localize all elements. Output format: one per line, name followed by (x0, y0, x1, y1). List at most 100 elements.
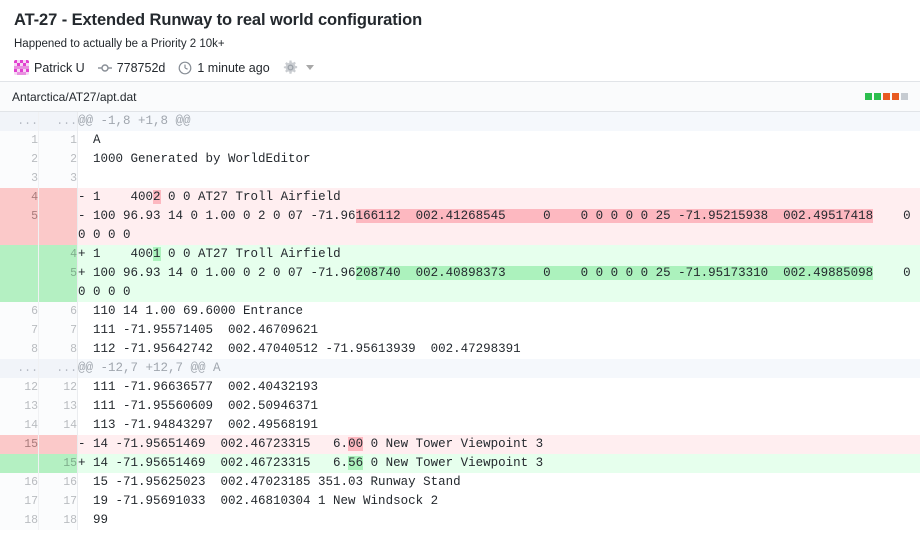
line-number-new[interactable]: 2 (38, 150, 78, 170)
commit-title: AT-27 - Extended Runway to real world co… (14, 11, 423, 29)
diffstat-indicator (865, 93, 908, 101)
line-number-new[interactable] (38, 207, 78, 246)
word-diff-highlight: 208740 002.40898373 0 0 0 0 0 0 25 -71.9… (355, 266, 874, 281)
diff-line-content: 110 14 1.00 69.6000 Entrance (77, 302, 920, 322)
line-number-old[interactable]: ... (0, 359, 39, 379)
line-number-new[interactable] (38, 188, 78, 208)
diff-row-add: 4+ 1 4001 0 0 AT27 Troll Airfield (0, 245, 920, 265)
line-number-old[interactable]: 7 (0, 321, 39, 341)
diff-line-content: @@ -12,7 +12,7 @@ A (77, 359, 920, 379)
line-number-old[interactable]: ... (0, 112, 39, 132)
line-number-new[interactable]: 1 (38, 131, 78, 151)
line-number-new[interactable]: 15 (38, 454, 78, 474)
diff-line-content: + 100 96.93 14 0 1.00 0 2 0 07 -71.96208… (77, 264, 920, 303)
line-number-new[interactable]: 4 (38, 245, 78, 265)
line-number-old[interactable]: 14 (0, 416, 39, 436)
line-number-new[interactable]: ... (38, 359, 78, 379)
commit-metadata: Patrick U 778752d 1 minute ago (14, 60, 906, 76)
line-number-new[interactable]: 6 (38, 302, 78, 322)
word-diff-highlight: 00 (348, 437, 364, 452)
diff-line-content: 15 -71.95625023 002.47023185 351.03 Runw… (77, 473, 920, 493)
commit-time-group: 1 minute ago (178, 60, 270, 75)
line-number-old[interactable]: 12 (0, 378, 39, 398)
line-number-new[interactable]: 18 (38, 511, 78, 531)
clock-icon (178, 61, 192, 75)
line-number-old[interactable] (0, 454, 39, 474)
diffstat-block-3 (892, 93, 899, 101)
diff-row-del: 15- 14 -71.95651469 002.46723315 6.00 0 … (0, 435, 920, 455)
line-number-new[interactable] (38, 435, 78, 455)
commit-author[interactable]: Patrick U (14, 60, 85, 76)
diff-line-content: A (77, 131, 920, 151)
line-number-new[interactable]: 5 (38, 264, 78, 303)
line-number-old[interactable]: 8 (0, 340, 39, 360)
line-number-new[interactable]: 14 (38, 416, 78, 436)
line-number-new[interactable]: 16 (38, 473, 78, 493)
diff-row-hunk: ......@@ -12,7 +12,7 @@ A (0, 359, 920, 379)
author-name: Patrick U (34, 60, 85, 75)
line-number-new[interactable]: 8 (38, 340, 78, 360)
diff-line-content: 111 -71.95560609 002.50946371 (77, 397, 920, 417)
line-number-new[interactable]: ... (38, 112, 78, 132)
line-number-old[interactable]: 1 (0, 131, 39, 151)
line-number-old[interactable]: 5 (0, 207, 39, 246)
diff-line-content: 113 -71.94843297 002.49568191 (77, 416, 920, 436)
diffstat-block-1 (874, 93, 881, 101)
word-diff-highlight: 2 (153, 190, 161, 205)
line-number-old[interactable]: 3 (0, 169, 39, 189)
diff-line-content: 112 -71.95642742 002.47040512 -71.956139… (77, 340, 920, 360)
diff-marker: - (78, 209, 94, 224)
file-path[interactable]: Antarctica/AT27/apt.dat (12, 89, 137, 104)
diff-row-add: 15+ 14 -71.95651469 002.46723315 6.56 0 … (0, 454, 920, 474)
diff-row-del: 4- 1 4002 0 0 AT27 Troll Airfield (0, 188, 920, 208)
word-diff-highlight: 56 (348, 456, 364, 471)
line-number-new[interactable]: 13 (38, 397, 78, 417)
commit-settings-menu[interactable] (283, 60, 314, 75)
commit-sha-group[interactable]: 778752d (97, 60, 166, 75)
line-number-old[interactable]: 6 (0, 302, 39, 322)
line-number-new[interactable]: 3 (38, 169, 78, 189)
commit-sha: 778752d (116, 60, 166, 75)
diff-line-content: + 14 -71.95651469 002.46723315 6.56 0 Ne… (77, 454, 920, 474)
chevron-down-icon[interactable] (305, 65, 314, 71)
line-number-old[interactable]: 15 (0, 435, 39, 455)
diff-marker: + (78, 247, 94, 262)
diffstat-block-2 (883, 93, 890, 101)
diff-line-content: 19 -71.95691033 002.46810304 1 New Winds… (77, 492, 920, 512)
line-number-old[interactable] (0, 264, 39, 303)
gear-icon[interactable] (283, 60, 298, 75)
diff-marker: + (78, 456, 94, 471)
line-number-old[interactable]: 17 (0, 492, 39, 512)
diff-line-content: + 1 4001 0 0 AT27 Troll Airfield (77, 245, 920, 265)
line-number-old[interactable] (0, 245, 39, 265)
line-number-old[interactable]: 18 (0, 511, 39, 531)
diff-line-content: 1000 Generated by WorldEditor (77, 150, 920, 170)
diffstat-block-0 (865, 93, 872, 101)
diff-marker: - (78, 190, 94, 205)
git-commit-icon (97, 64, 112, 72)
commit-timestamp: 1 minute ago (197, 60, 270, 75)
line-number-old[interactable]: 2 (0, 150, 39, 170)
line-number-old[interactable]: 4 (0, 188, 39, 208)
identicon-avatar (14, 60, 29, 76)
line-number-old[interactable]: 16 (0, 473, 39, 493)
line-number-new[interactable]: 7 (38, 321, 78, 341)
diff-line-content: 111 -71.95571405 002.46709621 (77, 321, 920, 341)
word-diff-highlight: 1 (153, 247, 161, 262)
line-number-old[interactable]: 13 (0, 397, 39, 417)
diff-row-hunk: ......@@ -1,8 +1,8 @@ (0, 112, 920, 132)
line-number-new[interactable]: 12 (38, 378, 78, 398)
line-number-new[interactable]: 17 (38, 492, 78, 512)
diff-row-del: 5 - 100 96.93 14 0 1.00 0 2 0 07 -71.9616… (0, 207, 920, 246)
diff-line-content: - 100 96.93 14 0 1.00 0 2 0 07 -71.96166… (77, 207, 920, 246)
